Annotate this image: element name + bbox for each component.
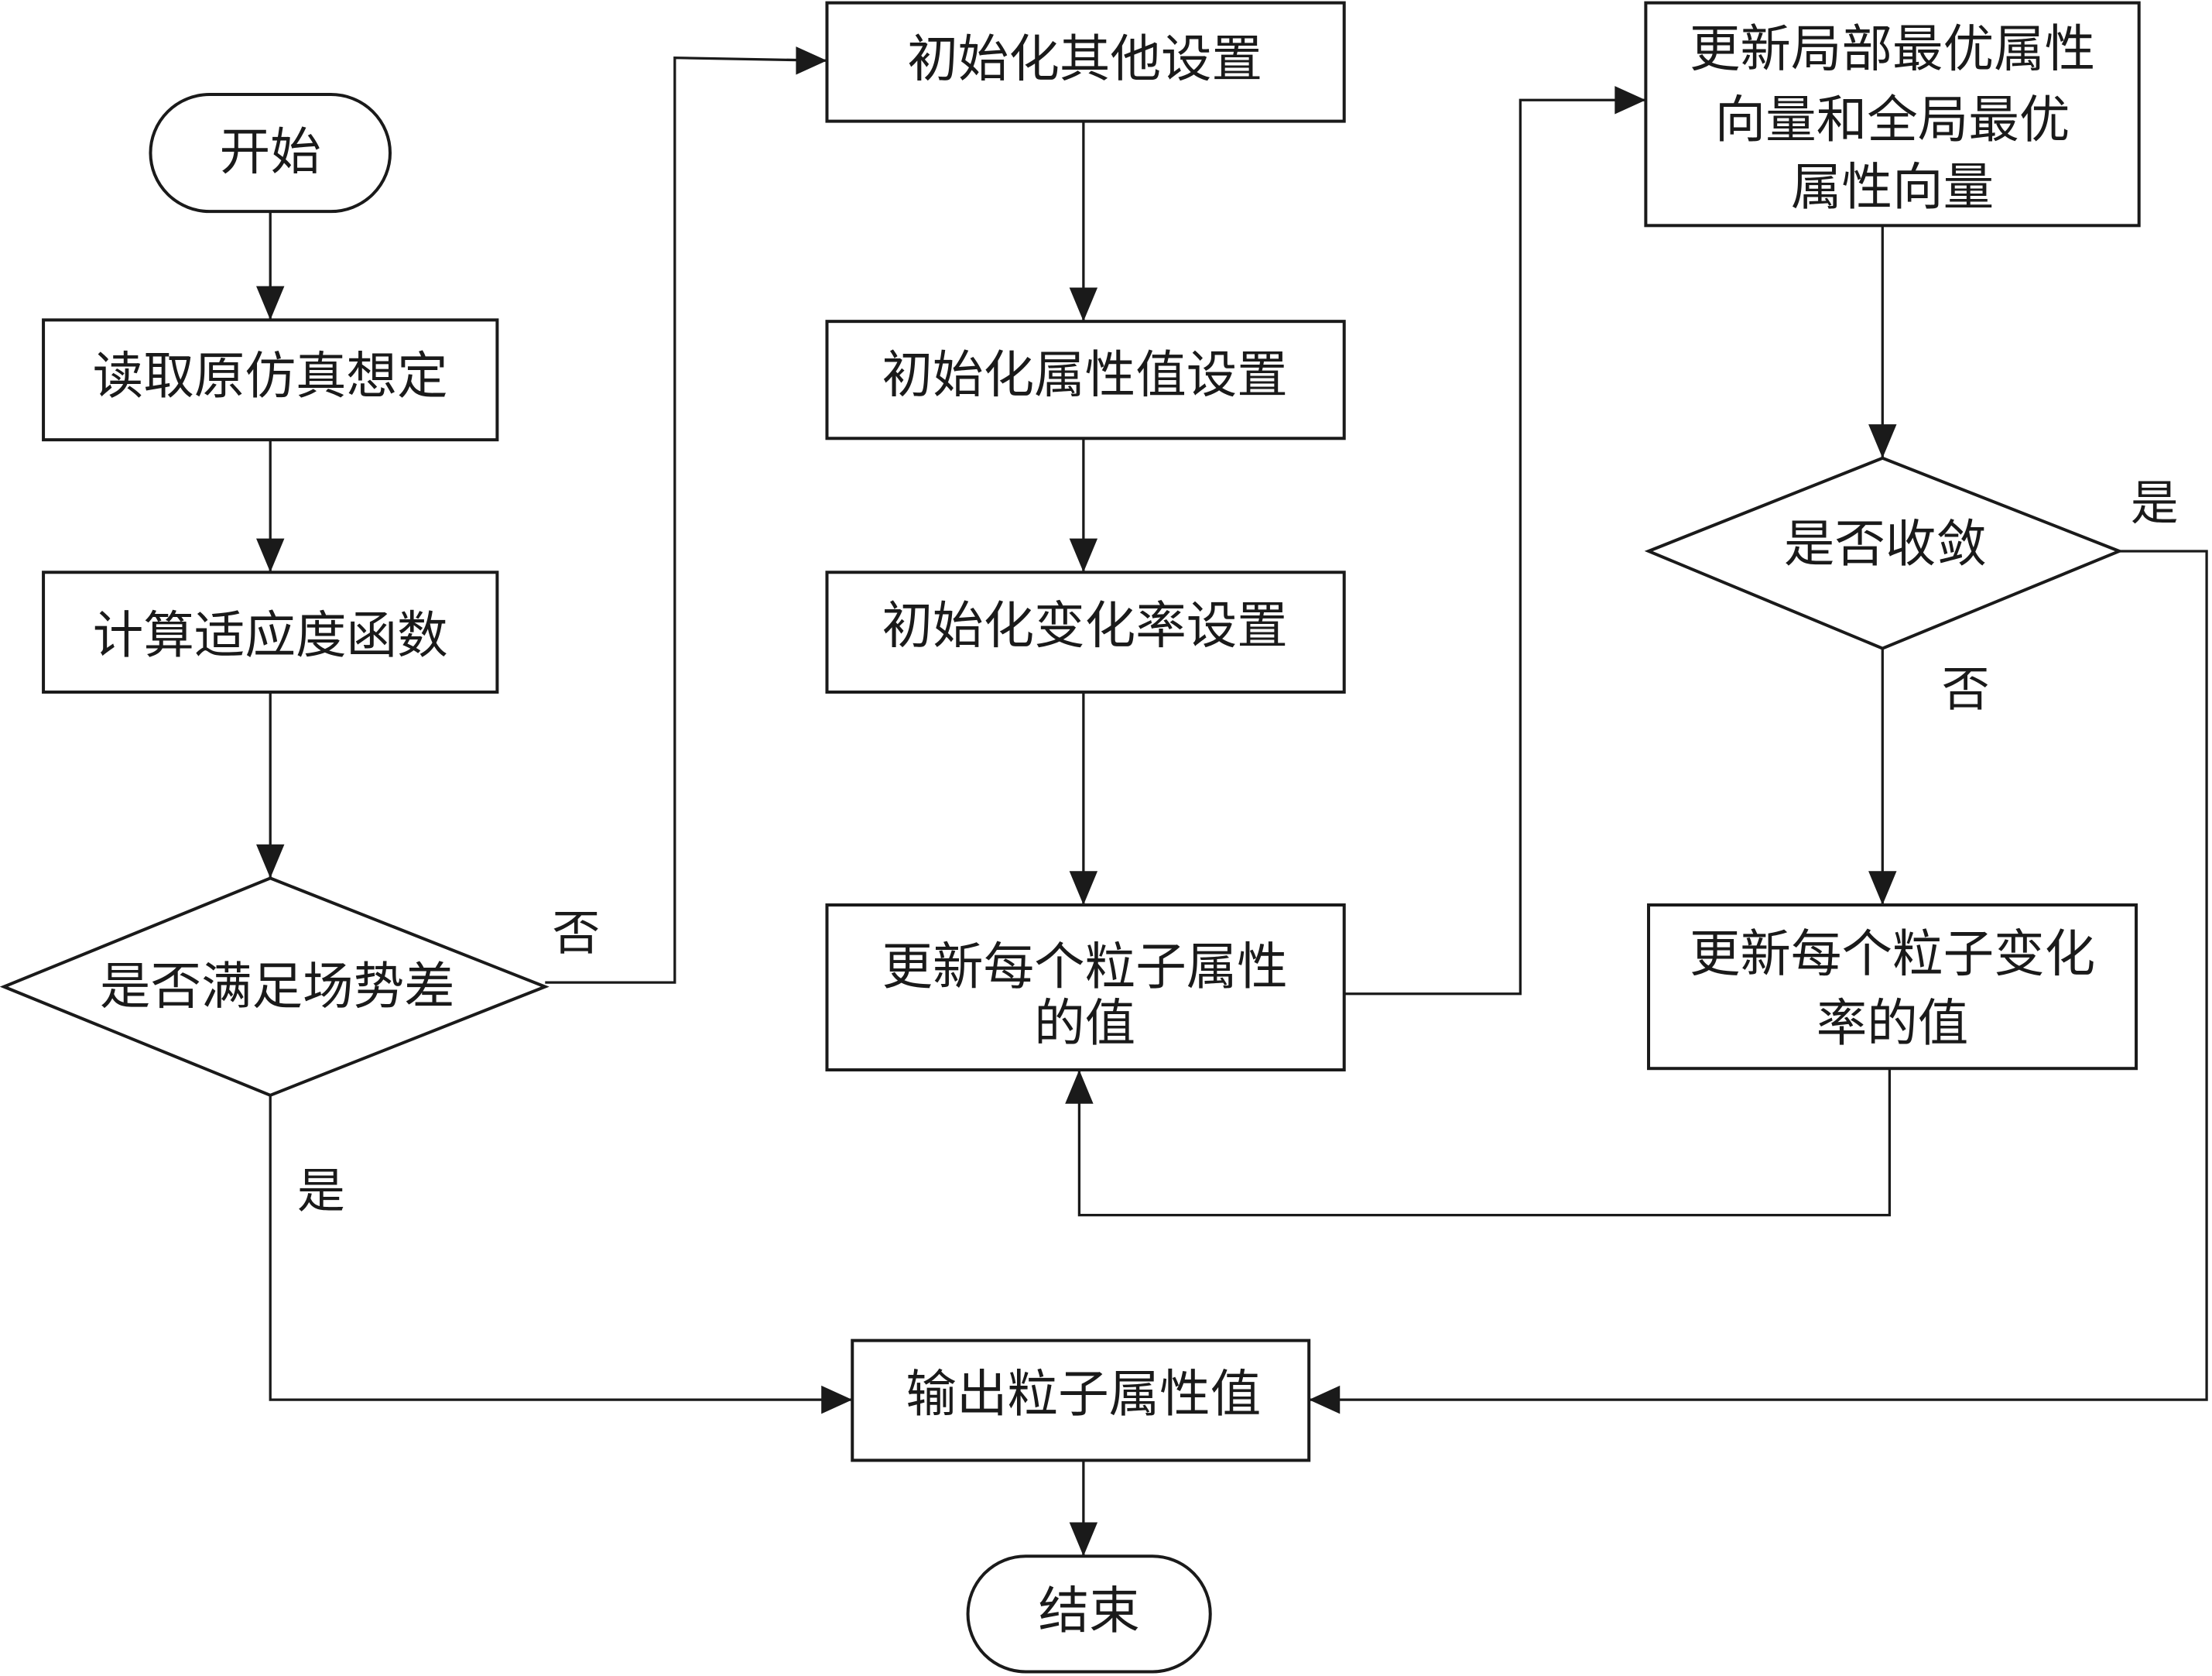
arrowhead [1069,871,1098,905]
update-best-label-line1: 更新局部最优属性 [1690,20,2095,79]
converge-no-label: 否 [1942,661,1990,717]
update-attr-label-line2: 的值 [1034,994,1135,1053]
edge-converge-yes-to-output [1309,550,2208,1401]
converge-yes-label: 是 [2131,475,2179,531]
read-simulation-node: 读取原仿真想定 [42,318,499,442]
update-rate-node: 更新每个粒子变化 率的值 [1647,903,2138,1071]
init-rate-node: 初始化变化率设置 [825,571,1346,694]
arrowhead [1614,86,1646,115]
edge-check-yes-to-output [269,1095,853,1401]
update-best-node: 更新局部最优属性 向量和全局最优 属性向量 [1644,1,2141,228]
calc-fitness-node: 计算适应度函数 [42,571,499,694]
arrowhead [1868,871,1897,905]
output-node: 输出粒子属性值 [851,1338,1311,1462]
init-rate-label: 初始化变化率设置 [882,596,1287,655]
edge-rate-loop-to-update-attr [1077,1068,1892,1217]
arrowhead [1069,1522,1098,1557]
edge-check-no-to-init-other [545,56,827,984]
init-other-node: 初始化其他设置 [825,1,1346,123]
arrowhead [821,1385,853,1414]
update-best-label-line2: 向量和全局最优 [1715,91,2070,149]
arrowhead [1069,538,1098,573]
init-attr-label: 初始化属性值设置 [882,345,1287,404]
converge-check-decision: 是否收敛 [1644,456,2124,650]
field-check-label: 是否满足场势差 [100,958,455,1016]
arrowhead [796,46,827,75]
arrowhead [1868,424,1897,458]
start-node: 开始 [149,92,392,214]
edge-update-attr-to-best [1344,98,1646,996]
arrowhead [1065,1070,1094,1104]
update-rate-label-line2: 率的值 [1817,994,1969,1053]
update-best-label-line3: 属性向量 [1791,158,1994,217]
arrowhead [256,286,285,320]
arrowhead [1309,1385,1341,1414]
arrowhead [1069,287,1098,322]
end-label: 结束 [1039,1582,1140,1640]
update-attr-node: 更新每个粒子属性 的值 [825,903,1346,1072]
arrowhead [256,844,285,879]
init-attr-node: 初始化属性值设置 [825,320,1346,440]
update-attr-label-line1: 更新每个粒子属性 [882,937,1287,996]
field-check-decision: 是否满足场势差 [0,876,550,1097]
output-label: 输出粒子属性值 [906,1365,1261,1424]
arrowhead [256,538,285,573]
field-yes-label: 是 [297,1164,345,1219]
init-other-label: 初始化其他设置 [907,29,1262,88]
connectors [256,46,2208,1557]
start-label: 开始 [220,123,321,182]
calc-fitness-label: 计算适应度函数 [93,606,448,665]
converge-check-label: 是否收敛 [1784,515,1987,574]
end-node: 结束 [966,1554,1212,1674]
update-rate-label-line1: 更新每个粒子变化 [1690,925,2095,984]
field-no-label: 否 [552,905,600,961]
read-simulation-label: 读取原仿真想定 [93,347,448,406]
